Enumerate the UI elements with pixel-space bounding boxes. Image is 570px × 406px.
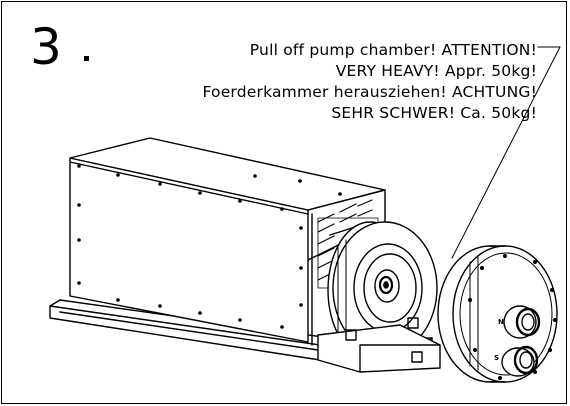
motor-flange [327, 221, 438, 359]
pump-chamber-bolts [468, 254, 557, 380]
suction-port [503, 305, 541, 339]
motor-housing [69, 137, 386, 346]
instruction-line-3: Foerderkammer herausziehen! ACHTUNG! [202, 83, 537, 101]
discharge-port [501, 345, 539, 377]
leader-line [451, 46, 561, 259]
mounting-bracket [317, 317, 441, 373]
port-mark-n: N [498, 318, 504, 326]
instruction-line-4: SEHR SCHWER! Ca. 50kg! [331, 104, 537, 122]
step-number: 3 [30, 18, 62, 76]
step-number-dot [84, 56, 89, 61]
instruction-text: Pull off pump chamber! ATTENTION! VERY H… [202, 40, 537, 124]
instruction-line-1: Pull off pump chamber! ATTENTION! [249, 41, 537, 59]
port-mark-s: S [494, 354, 499, 362]
instruction-line-2: VERY HEAVY! Appr. 50kg! [335, 62, 537, 80]
housing-rivets [77, 164, 342, 329]
